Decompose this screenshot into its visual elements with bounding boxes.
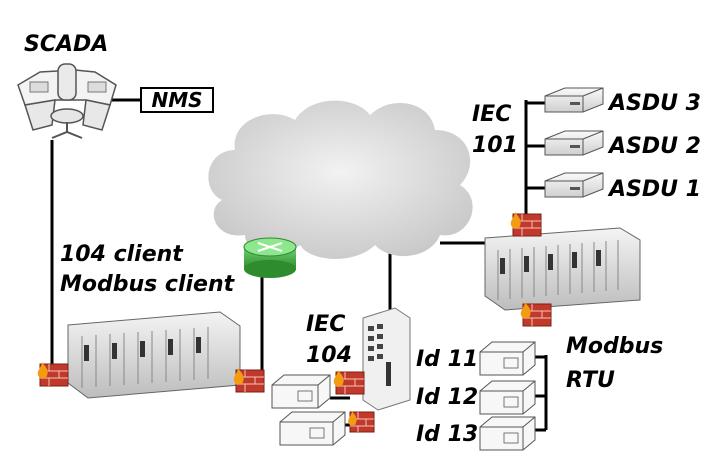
id12-label: Id 12 <box>416 385 479 410</box>
router-icon <box>243 237 297 278</box>
id13-label: Id 13 <box>416 422 479 447</box>
modbus-label-line1: Modbus <box>566 334 664 359</box>
iec104-label-line2: 104 <box>306 343 352 368</box>
firewall-icon-iec101 <box>510 212 542 237</box>
iec101-label-line1: IEC <box>472 102 512 127</box>
firewall-icon-router <box>233 368 265 393</box>
rtu-rack-left <box>67 311 241 399</box>
id12-device-icon <box>479 380 536 415</box>
scada-label: SCADA <box>24 32 109 57</box>
iec104-device-a-icon <box>271 374 331 409</box>
firewall-icon-iec104-lower <box>348 411 375 433</box>
client-label-line2: Modbus client <box>60 272 235 297</box>
iec104-label-line1: IEC <box>306 312 346 337</box>
modbus-label-line2: RTU <box>566 368 615 393</box>
asdu3-label: ASDU 3 <box>609 91 701 116</box>
iec101-label-line2: 101 <box>472 133 518 158</box>
firewall-icon-iec104 <box>333 370 365 395</box>
asdu2-server-icon <box>544 130 604 156</box>
firewall-icon-scada <box>37 362 69 387</box>
firewall-icon-modbus <box>520 302 552 327</box>
rtu-rack-right <box>484 227 641 311</box>
id11-device-icon <box>479 341 536 376</box>
scada-console-icon <box>17 63 117 139</box>
asdu2-label: ASDU 2 <box>609 134 701 159</box>
iec104-device-b-icon <box>279 411 346 446</box>
asdu1-label: ASDU 1 <box>609 177 701 202</box>
nms-label: NMS <box>140 87 214 113</box>
asdu3-server-icon <box>544 87 604 113</box>
cloud-network <box>208 100 473 259</box>
id11-label: Id 11 <box>416 347 479 372</box>
asdu1-server-icon <box>544 172 604 198</box>
iec104-switch-icon <box>362 307 411 411</box>
client-label-line1: 104 client <box>60 242 183 267</box>
id13-device-icon <box>479 416 536 451</box>
